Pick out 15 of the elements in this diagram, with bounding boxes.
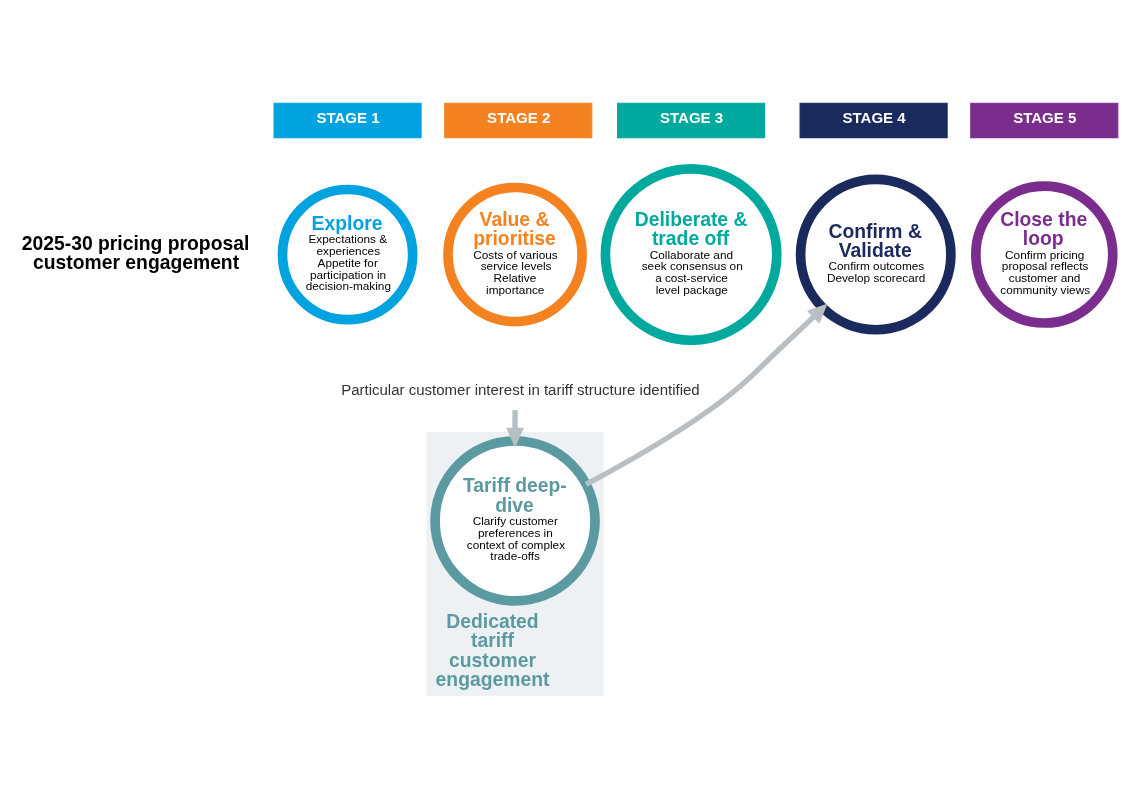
node-circle: Tariff deep-dive Clarify customer preferences in context of complex trade-offs — [430, 436, 600, 606]
node-circle: Deliberate & trade off Collaborate and seek consensus on a cost-service level package — [600, 164, 782, 346]
node-box: STAGE 4 — [799, 102, 948, 139]
node-circle: Confirm & Validate Confirm outcomes Develop scorecard — [795, 174, 956, 335]
node-box: STAGE 3 — [617, 102, 766, 139]
arrow — [506, 410, 524, 448]
node-box: STAGE 1 — [273, 102, 422, 139]
node-box: STAGE 5 — [970, 102, 1119, 139]
node-circle: Value & prioritise Costs of various service levels Relative importance — [443, 182, 587, 327]
node-circle: Close the loop Confirm pricing proposal reflects customer and community views — [971, 181, 1118, 328]
arrow — [584, 303, 828, 487]
node-text: Particular customer interest in tariff structure identified — [341, 380, 700, 398]
label: 2025-30 pricing proposal customer engagement — [21, 232, 250, 273]
node-circle: Explore Expectations & experiences Appetite for participation in decision-making — [277, 184, 418, 325]
node-box: STAGE 2 — [444, 102, 593, 139]
